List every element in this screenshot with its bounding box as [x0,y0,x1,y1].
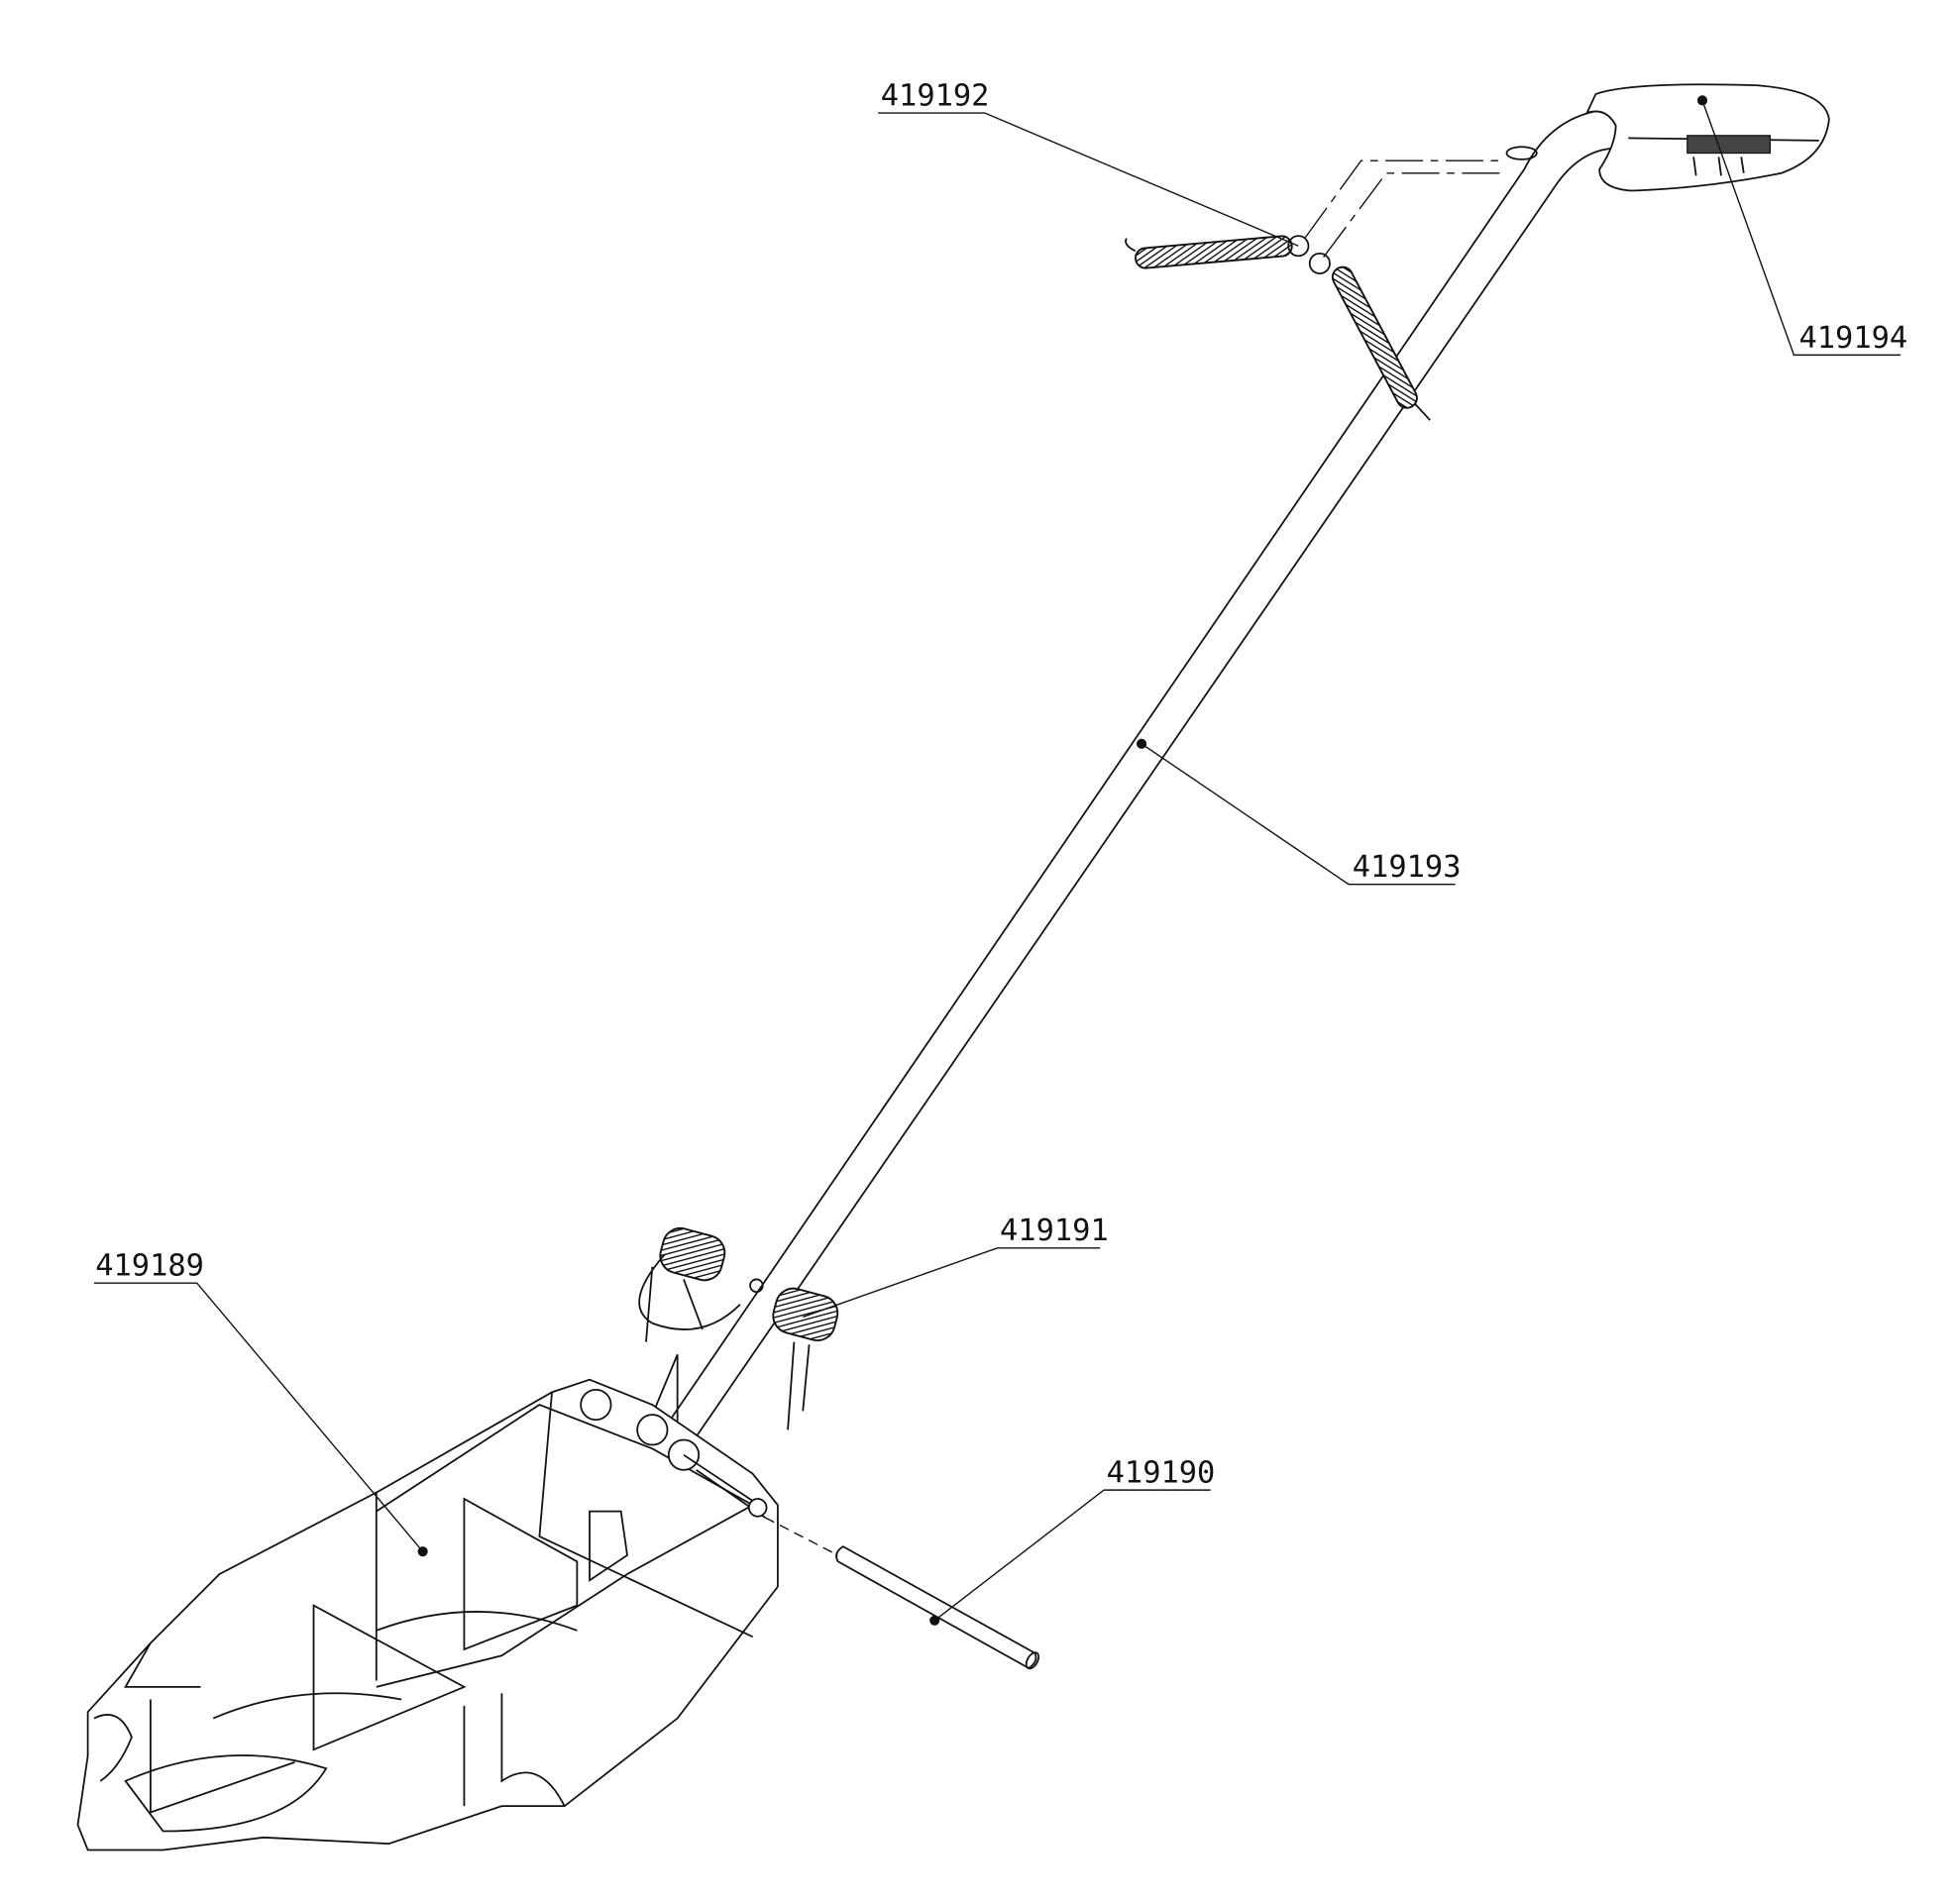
callout-419192: 419192 [878,78,1299,247]
torsion-springs [638,1226,839,1430]
part-number-label: 419190 [1107,1456,1216,1491]
axle-pin [764,1517,1040,1670]
callout-419194: 419194 [1701,100,1907,357]
collector-basket [76,1378,779,1851]
part-number-label: 419194 [1798,321,1907,356]
callout-419190: 419190 [933,1456,1216,1622]
part-number-label: 419191 [1000,1214,1109,1248]
tension-springs [1125,159,1506,421]
handle-tube [645,109,1619,1469]
handle-grip [1584,83,1830,192]
callout-419193: 419193 [1141,743,1462,886]
part-number-label: 419192 [881,78,990,113]
callout-419191: 419191 [803,1214,1109,1319]
part-number-label: 419189 [95,1249,204,1284]
callout-419189: 419189 [93,1249,424,1552]
part-number-label: 419193 [1353,850,1462,885]
brand-logo [1686,135,1771,155]
